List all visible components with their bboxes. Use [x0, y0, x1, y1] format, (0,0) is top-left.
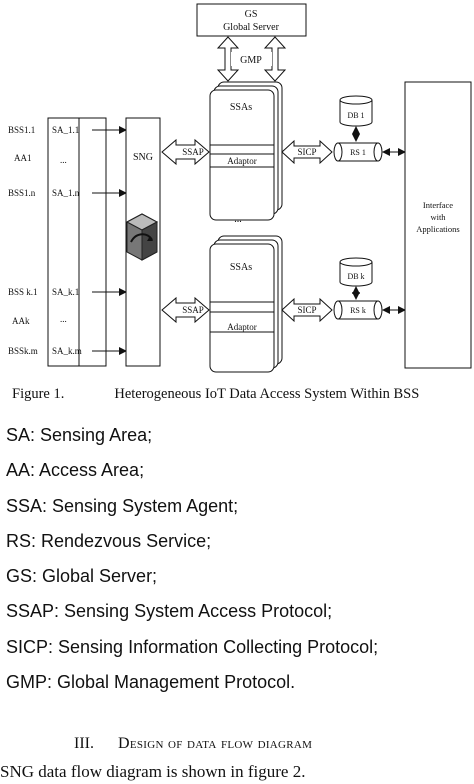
sicp-arrow-lower: SICP — [281, 297, 333, 323]
sicp-label-lower: SICP — [297, 305, 316, 315]
left-panel: BSS1.1 AA1 BSS1.n BSS k.1 AAk BSSk.m SA_… — [8, 117, 127, 367]
db1-cylinder: DB 1 — [339, 95, 373, 127]
definition-item: SICP: Sensing Information Collecting Pro… — [6, 636, 379, 657]
body-text: SNG data flow diagram is shown in figure… — [0, 762, 306, 781]
sicp-label-upper: SICP — [297, 147, 316, 157]
definition-item: RS: Rendezvous Service; — [6, 530, 212, 551]
ellipsis-sak: ... — [60, 314, 67, 324]
interface-line3: Applications — [416, 224, 459, 234]
interface-line2: with — [430, 212, 446, 222]
ssas-label-lower: SSAs — [230, 262, 252, 273]
bssk-m-label: BSSk.m — [8, 346, 38, 356]
architecture-diagram: GS Global Server GMP BSS1.1 AA1 BSS1.n B… — [8, 3, 472, 373]
sng-label: SNG — [133, 152, 153, 163]
rsk-cylinder: RS k — [333, 300, 383, 320]
adaptor-label-lower: Adaptor — [227, 322, 257, 332]
ellipsis-sa1: ... — [60, 155, 67, 165]
ssap-label-lower: SSAP — [182, 305, 204, 315]
section-title: Design of data flow diagram — [117, 735, 313, 752]
section-number: III. — [74, 735, 94, 752]
aak-label: AAk — [12, 316, 30, 326]
definition-item: GMP: Global Management Protocol. — [6, 672, 296, 693]
ssas-label-upper: SSAs — [230, 102, 252, 113]
sicp-arrow-upper: SICP — [281, 139, 333, 165]
bss1-n-label: BSS1.n — [8, 188, 36, 198]
sng-box: SNG — [125, 117, 161, 367]
figure-title: Heterogeneous IoT Data Access System Wit… — [114, 386, 420, 402]
ssap-label-upper: SSAP — [182, 147, 204, 157]
db1-label: DB 1 — [347, 111, 364, 120]
interface-line1: Interface — [423, 200, 453, 210]
sa-k-m-label: SA_k.m — [52, 346, 82, 356]
gmp-arrow: GMP — [216, 36, 287, 82]
bss1-1-label: BSS1.1 — [8, 125, 35, 135]
global-server-box: GS Global Server — [196, 3, 307, 37]
gateway-cube-icon — [125, 213, 159, 261]
bssk-1-label: BSS k.1 — [8, 287, 38, 297]
gmp-label: GMP — [240, 55, 262, 66]
sa-1-n-label: SA_1.n — [52, 188, 80, 198]
rsk-label: RS k — [350, 306, 366, 315]
ssap-arrow-lower: SSAP — [161, 296, 210, 324]
definition-item: AA: Access Area; — [6, 460, 145, 481]
section-heading: III. Design of data flow diagram — [74, 735, 312, 753]
ellipsis-ssas: ... — [234, 214, 242, 225]
aa1-label: AA1 — [14, 153, 32, 163]
sa-1-1-label: SA_1.1 — [52, 125, 79, 135]
dbk-label: DB k — [347, 272, 364, 281]
definition-item: SA: Sensing Area; — [6, 425, 153, 445]
figure-label: Figure 1. — [12, 386, 65, 402]
definitions-list: SA: Sensing Area; AA: Access Area; SSA: … — [6, 425, 378, 707]
definition-item: GS: Global Server; — [6, 566, 158, 587]
gs-title: Global Server — [223, 22, 279, 33]
interface-box: Interface with Applications — [404, 81, 472, 369]
ssas-stack-lower: SSAs Adaptor — [209, 235, 283, 373]
ssap-arrow-upper: SSAP — [161, 138, 210, 166]
rs1-cylinder: RS 1 — [333, 142, 383, 162]
adaptor-label-upper: Adaptor — [227, 156, 257, 166]
rs1-label: RS 1 — [350, 148, 366, 157]
gs-label: GS — [245, 9, 258, 20]
dbk-cylinder: DB k — [339, 257, 373, 287]
definition-item: SSAP: Sensing System Access Protocol; — [6, 601, 333, 622]
figure-caption: Figure 1. Heterogeneous IoT Data Access S… — [12, 386, 419, 403]
ssas-stack-upper: SSAs Adaptor — [209, 81, 283, 221]
definition-item: SSA: Sensing System Agent; — [6, 495, 239, 516]
sa-k-1-label: SA_k.1 — [52, 287, 79, 297]
